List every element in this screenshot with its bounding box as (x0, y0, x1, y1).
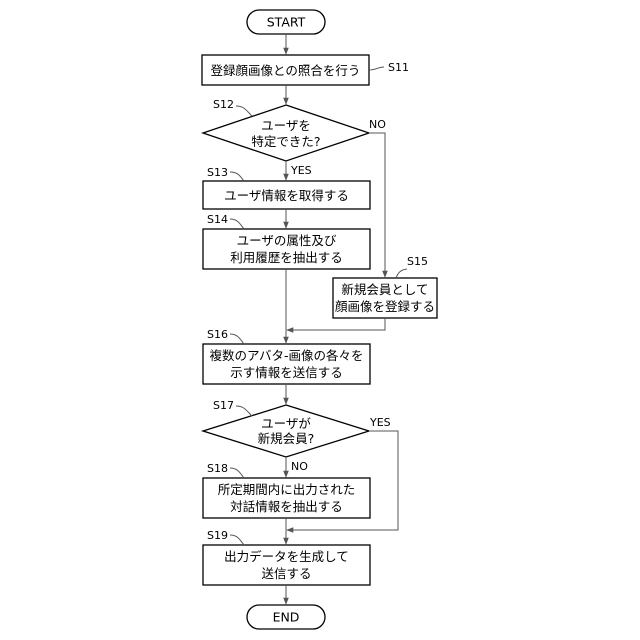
decision-s12: ユーザを 特定できた? S12 NO YES (203, 98, 386, 177)
s17-label-leader (236, 406, 252, 416)
s11-label: S11 (388, 61, 409, 74)
s17-text-line1: ユーザが (261, 416, 311, 431)
s16-label-leader (230, 334, 244, 344)
s13-label-leader (230, 172, 244, 181)
s18-label: S18 (207, 462, 228, 475)
s12-text-line2: 特定できた? (251, 134, 320, 149)
end-text: END (273, 610, 300, 625)
s14-text-line2: 利用履歴を抽出する (230, 250, 343, 265)
s14-label-leader (230, 219, 244, 229)
s13-label: S13 (207, 166, 228, 179)
s17-text-line2: 新規会員? (258, 431, 315, 446)
s18-label-leader (230, 468, 244, 478)
arrow-s12-s15-no (369, 133, 385, 277)
s14-label: S14 (207, 213, 228, 226)
s19-label-leader (230, 535, 244, 545)
s13-text: ユーザ情報を取得する (224, 188, 349, 203)
arrow-s15-merge (287, 318, 385, 330)
s17-yes-label: YES (369, 416, 391, 429)
s18-text-line2: 対話情報を抽出する (230, 499, 343, 514)
s16-label: S16 (207, 328, 228, 341)
s17-no-label: NO (291, 460, 308, 473)
s18-text-line1: 所定期間内に出力された (218, 482, 356, 497)
s14-text-line1: ユーザの属性及び (237, 233, 337, 248)
s15-text-line2: 顔画像を登録する (335, 299, 435, 314)
s12-no-label: NO (369, 118, 386, 131)
s15-label-leader (396, 269, 407, 278)
s19-text-line2: 送信する (261, 566, 311, 581)
s19-label: S19 (207, 529, 228, 542)
s17-label: S17 (213, 399, 234, 412)
s12-label: S12 (213, 98, 234, 111)
s11-label-leader (369, 67, 384, 70)
end-terminal: END (247, 605, 325, 629)
step-s11: 登録顔画像との照合を行う S11 (202, 55, 409, 85)
decision-s17: ユーザが 新規会員? S17 YES NO (203, 399, 391, 473)
s12-yes-label: YES (290, 164, 312, 177)
s12-text-line1: ユーザを (261, 118, 311, 133)
s19-text-line1: 出力データを生成して (224, 549, 349, 564)
s15-label: S15 (407, 255, 428, 268)
start-terminal: START (247, 10, 325, 34)
start-text: START (267, 15, 306, 30)
s12-label-leader (236, 106, 252, 116)
s15-text-line1: 新規会員として (341, 282, 428, 297)
s16-text-line1: 複数のアバタ-画像の各々を (209, 348, 363, 363)
s11-text: 登録顔画像との照合を行う (211, 63, 361, 78)
s16-text-line2: 示す情報を送信する (230, 365, 343, 380)
